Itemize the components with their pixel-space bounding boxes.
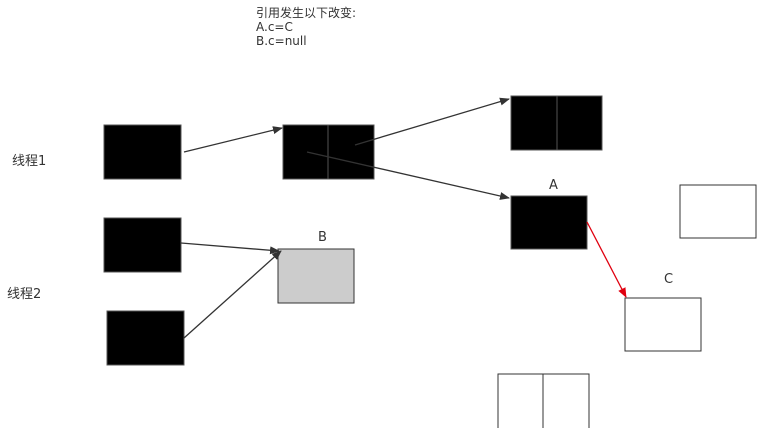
note-heading: 引用发生以下改变: [256, 6, 357, 20]
arrow-a-to-c-red [586, 221, 627, 298]
reference-change-note: 引用发生以下改变: A.c=C B.c=null [256, 6, 356, 48]
object-c-box [624, 297, 702, 352]
bottom-object-split [497, 373, 590, 428]
note-line-b: B.c=null [256, 34, 307, 48]
object-b-label: B [318, 230, 327, 245]
arrow-thread1-to-shared [183, 126, 283, 153]
object-b-box [277, 248, 355, 304]
object-c-label: C [664, 272, 674, 287]
thread-2-stack-box-1 [103, 217, 182, 273]
object-a-label: A [549, 178, 558, 193]
arrow-thread2-box1-to-b [180, 242, 280, 255]
empty-object-box [679, 184, 757, 239]
note-line-a: A.c=C [256, 20, 293, 34]
arrow-thread2-box2-to-b [183, 250, 282, 339]
thread-2-stack-box-2 [106, 310, 185, 366]
thread-1-stack-box [103, 124, 182, 180]
arrow-shared-to-a [306, 151, 510, 200]
arrow-shared-to-top-right [354, 97, 510, 146]
thread-1-label: 线程1 [12, 154, 47, 169]
shared-object-split [282, 124, 375, 180]
top-right-object-split [510, 95, 603, 151]
object-a-box [510, 195, 588, 250]
thread-2-label: 线程2 [7, 287, 42, 302]
